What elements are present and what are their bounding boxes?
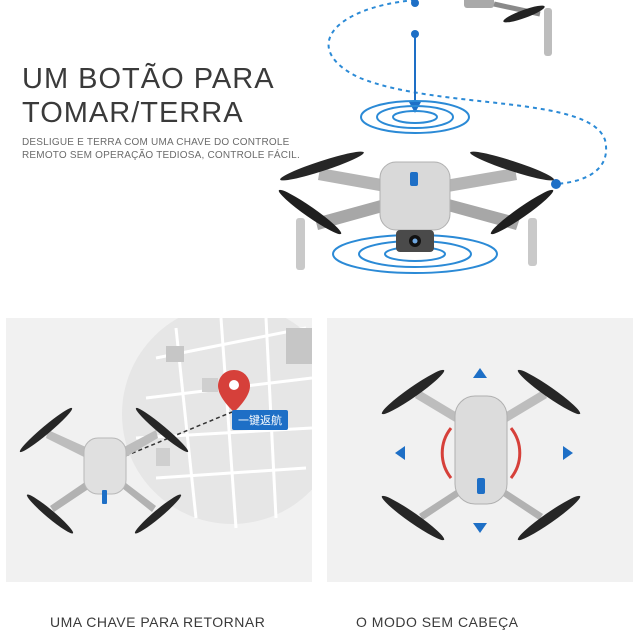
return-drone-icon	[19, 407, 189, 534]
headless-mode-panel	[327, 318, 633, 582]
hero-desc-line1: DESLIGUE E TERRA COM UMA CHAVE DO CONTRO…	[22, 137, 290, 148]
path-dot-top	[411, 0, 419, 7]
arrow-dot	[411, 30, 419, 38]
hero-title-line1: UM BOTÃO PARA	[22, 63, 275, 95]
main-drone-icon	[278, 151, 554, 270]
path-dot-end	[551, 179, 561, 189]
small-drone-icon	[464, 0, 552, 56]
down-arrow-icon	[473, 523, 487, 533]
flight-path	[327, 0, 608, 185]
down-arrow-icon	[409, 102, 421, 113]
return-home-tag: 一键返航	[232, 410, 288, 430]
headless-drone-icon	[381, 369, 581, 541]
headless-arc	[440, 427, 453, 479]
location-pin-icon	[218, 370, 250, 412]
up-arrow-icon	[473, 368, 487, 378]
hero-desc-line2: REMOTO SEM OPERAÇÃO TEDIOSA, CONTROLE FÁ…	[22, 150, 300, 161]
hero-title: UM BOTÃO PARA TOMAR/TERRA	[22, 62, 322, 130]
hero-description: DESLIGUE E TERRA COM UMA CHAVE DO CONTRO…	[22, 136, 302, 162]
return-home-caption: UMA CHAVE PARA RETORNAR	[50, 614, 266, 630]
right-arrow-icon	[563, 446, 573, 460]
return-home-illustration	[19, 318, 312, 534]
hero-illustration	[278, 0, 608, 274]
left-arrow-icon	[395, 446, 405, 460]
hero-title-line2: TOMAR/TERRA	[22, 97, 244, 129]
headless-mode-illustration	[381, 368, 581, 541]
headless-mode-caption: O MODO SEM CABEÇA	[356, 614, 519, 630]
signal-rings-top	[360, 100, 470, 134]
map-circle	[122, 318, 312, 524]
return-home-panel: 一键返航	[6, 318, 312, 582]
